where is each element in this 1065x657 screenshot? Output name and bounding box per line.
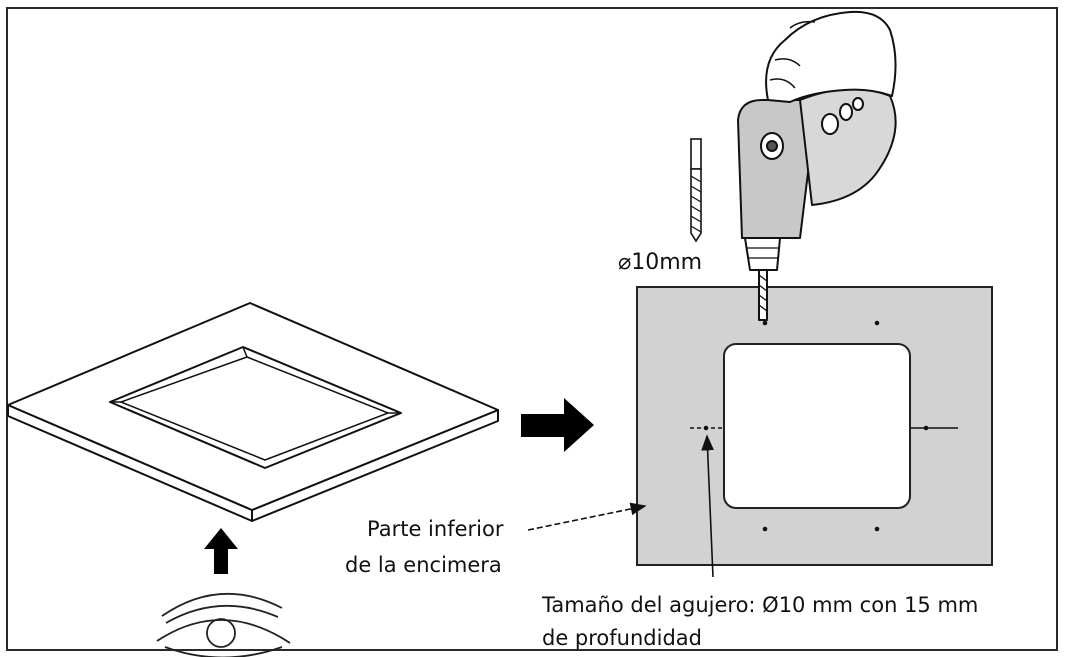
- eye-icon: [156, 592, 291, 657]
- countertop-underside: [636, 286, 993, 566]
- drill-mark: [923, 425, 929, 431]
- underside-label-line2: de la encimera: [345, 553, 502, 577]
- underside-leader-line: [527, 502, 647, 531]
- drill-mark: [762, 526, 768, 532]
- hole-size-label-line1: Tamaño del agujero: Ø10 mm con 15 mm: [542, 593, 979, 617]
- drill-bit-icon: [690, 138, 702, 243]
- drill-mark: [874, 526, 880, 532]
- underside-label-line1: Parte inferior: [367, 517, 504, 541]
- hand-drill-icon: [737, 10, 897, 321]
- drill-mark: [762, 320, 768, 326]
- hole-leader-line: [701, 434, 715, 578]
- hole-size-label-line2: de profundidad: [542, 626, 702, 650]
- sink-cutout: [723, 343, 911, 509]
- drill-mark: [703, 425, 709, 431]
- drill-mark: [874, 320, 880, 326]
- isometric-countertop: [7, 302, 499, 522]
- right-arrow-icon: [521, 398, 594, 452]
- up-arrow-icon: [204, 528, 238, 574]
- drill-diameter-label: ⌀10mm: [618, 250, 703, 275]
